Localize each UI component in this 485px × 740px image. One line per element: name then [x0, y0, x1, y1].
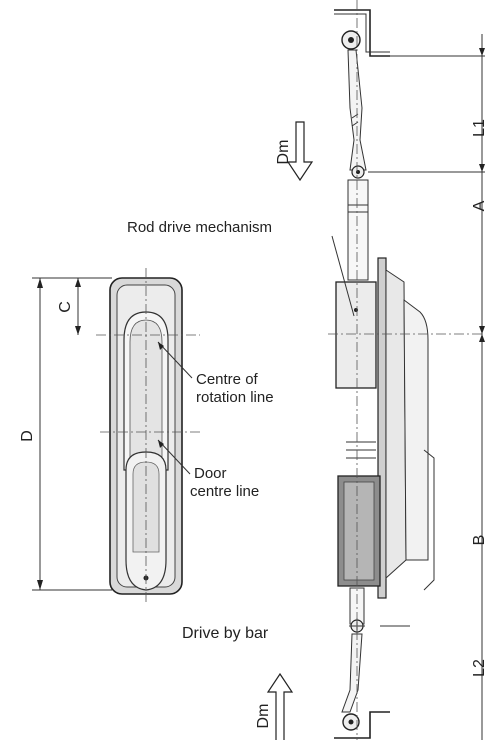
- dim-d-label: D: [19, 430, 36, 442]
- door-centre-label-2: centre line: [190, 483, 259, 500]
- dm-down-arrow-icon: [286, 121, 314, 182]
- handle-front-view: [96, 268, 200, 604]
- connecting-rod: [347, 179, 369, 281]
- dim-l1-label: L1: [471, 119, 485, 137]
- dm-arrow-up: Dm: [255, 672, 294, 740]
- rod-drive-housing: [335, 281, 377, 389]
- dimension-d: D: [19, 277, 112, 591]
- centre-rotation-callout: Centre of rotation line: [157, 341, 274, 406]
- door-centre-callout: Door centre line: [157, 439, 259, 500]
- dim-l2-label: L2: [471, 659, 485, 677]
- dim-b-label: B: [471, 535, 485, 546]
- dm-up-arrow-icon: [266, 672, 294, 740]
- dm-top-label: Dm: [275, 140, 292, 165]
- centre-rotation-label-2: rotation line: [196, 389, 274, 406]
- dm-arrow-down: Dm: [275, 121, 314, 182]
- side-view: [328, 0, 485, 740]
- dim-a-label: A: [471, 200, 485, 211]
- rod-drive-callout: Rod drive mechanism: [127, 219, 355, 317]
- lower-rod: [341, 633, 363, 713]
- lock-body: [385, 269, 407, 580]
- rod-drive-label: Rod drive mechanism: [127, 219, 272, 236]
- dim-c-label: C: [57, 301, 74, 313]
- top-bracket: [334, 9, 390, 57]
- handle-edge: [423, 449, 435, 591]
- dm-bottom-label: Dm: [255, 704, 272, 729]
- centre-rotation-label-1: Centre of: [196, 371, 259, 388]
- right-dimensions: A L1 B L2: [471, 34, 485, 740]
- lock-handle-profile: [403, 298, 429, 561]
- dimension-c: C: [57, 277, 112, 335]
- drive-by-bar-label: Drive by bar: [182, 625, 269, 642]
- door-centre-label-1: Door: [194, 465, 227, 482]
- bottom-bracket: [334, 711, 390, 739]
